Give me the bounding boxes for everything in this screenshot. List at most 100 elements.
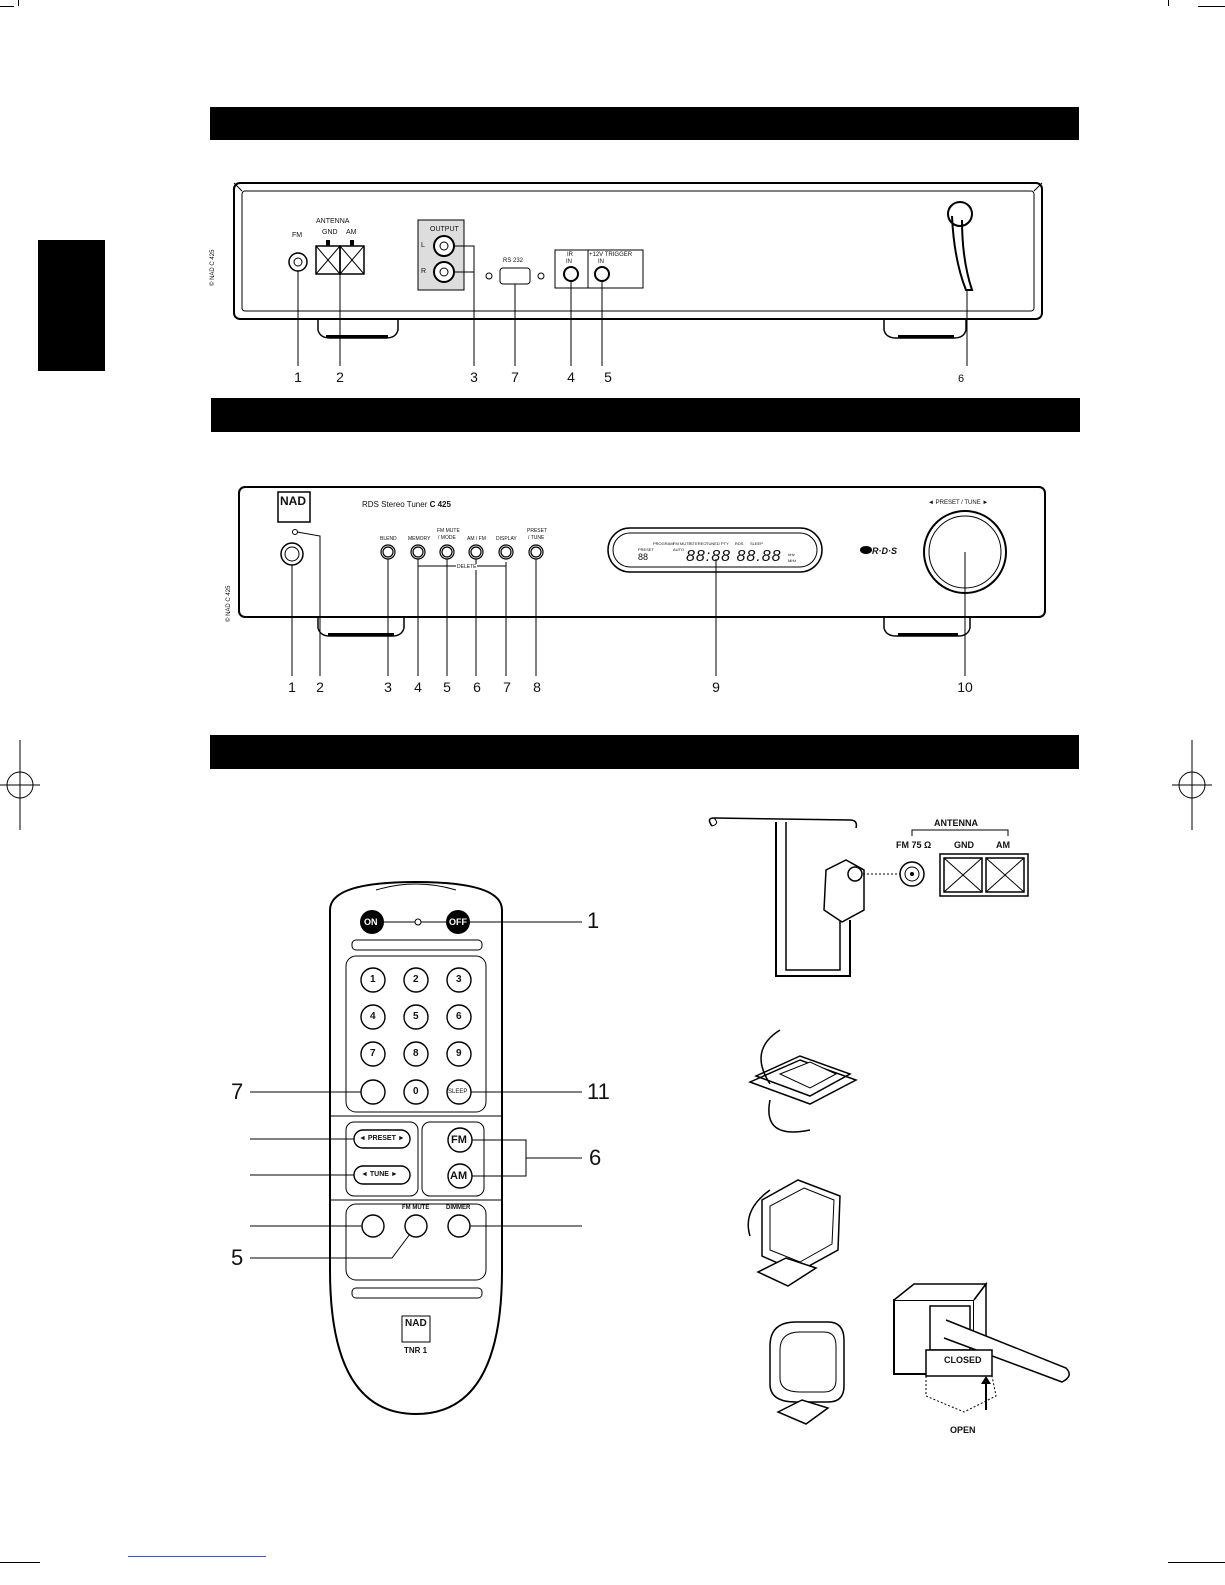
rear-fm-label: FM [292,232,303,239]
rear-callout-7: 7 [511,369,519,385]
remote-model-label: TNR 1 [404,1346,428,1355]
section-header-bar-rear [210,107,1079,140]
remote-on-button: ON [364,917,378,927]
remote-fm-mute-label: FM MUTE [402,1205,430,1211]
display-mhz-label: MHz [788,558,797,563]
remote-tune-button: ◄ TUNE ► [361,1171,398,1178]
remote-am-button: AM [450,1170,468,1182]
display-khz-label: kHz [788,552,795,557]
remote-key-8: 8 [413,1048,419,1059]
rear-callout-3: 3 [470,369,478,385]
section-header-bar-remote [210,735,1079,769]
rear-callout-4: 4 [567,369,575,385]
fm-antenna-illustration [708,817,1029,977]
remote-preset-button: ◄ PRESET ► [359,1135,405,1142]
am-loop-antenna-illustration [747,1029,858,1425]
front-display-label: DISPLAY [496,536,517,542]
remote-key-9: 9 [456,1048,462,1059]
registration-mark-right [1172,740,1212,830]
rear-ir-label: IR [567,252,573,258]
front-blend-label: BLEND [380,536,397,542]
crop-mark [1168,1562,1225,1563]
crop-mark [0,6,14,7]
remote-control-illustration [250,880,582,1416]
front-callout-9: 9 [712,679,720,695]
crop-mark [1198,6,1225,7]
terminal-open-label: OPEN [950,1425,976,1435]
remote-key-6: 6 [456,1011,462,1022]
front-model-title: RDS Stereo Tuner C 425 [362,500,451,509]
display-tuned-label: TUNED [706,541,720,546]
front-preset-label: PRESET [527,528,548,534]
remote-key-4: 4 [370,1011,376,1022]
am-terminal-illustration [893,1281,1070,1413]
rear-am-label: AM [346,229,357,236]
remote-callout-6: 6 [589,1145,602,1170]
front-callout-5: 5 [443,679,451,695]
antenna-am-label: AM [996,840,1010,850]
front-memory-label: MEMORY [408,536,431,542]
front-callout-6: 6 [473,679,481,695]
rear-callout-5: 5 [604,369,612,385]
remote-dimmer-label: DIMMER [446,1205,471,1211]
remote-key-0: 0 [413,1086,419,1097]
rear-gnd-label: GND [322,229,338,236]
front-panel-illustration [238,486,1046,676]
crop-mark [18,0,19,6]
registration-mark-left [0,740,40,830]
rear-copyright: © NAD C 425 [210,249,216,286]
remote-callout-1: 1 [587,908,600,933]
remote-off-button: OFF [449,917,467,927]
display-program-label: PROGRAM [653,541,674,546]
rear-trigger-label: +12V TRIGGER [589,252,633,258]
remote-callout-7: 7 [231,1079,244,1104]
front-am-fm-label: AM / FM [467,536,486,542]
front-fm-mute-label: FM MUTE [437,528,460,534]
front-copyright: © NAD C 425 [226,585,232,622]
rear-antenna-label: ANTENNA [316,218,350,225]
antenna-label: ANTENNA [934,818,978,828]
display-auto-label: AUTO [673,547,685,552]
section-header-bar-front [211,398,1080,432]
front-callout-4: 4 [414,679,422,695]
front-model: C 425 [429,500,451,509]
front-delete-label: DELETE [456,564,478,570]
rear-panel-illustration [233,182,1043,366]
rear-ir-in-label: IN [566,259,572,265]
rear-callout-6: 6 [957,373,965,385]
remote-callout-5: 5 [231,1245,244,1270]
front-brand-logo: NAD [280,494,306,508]
rear-l-label: L [421,242,425,249]
remote-key-2: 2 [413,974,419,985]
front-callout-2: 2 [316,679,324,695]
remote-fm-button: FM [451,1134,467,1146]
display-fm-mute-label: FM MUTE [673,541,692,546]
remote-brand-logo: NAD [405,1318,427,1329]
antenna-gnd-label: GND [954,840,974,850]
crop-underline [128,1556,266,1557]
remote-key-1: 1 [370,974,376,985]
rear-rs232-label: RS 232 [503,258,524,264]
display-pty-label: PTY [721,541,729,546]
front-rds-logo: R·D·S [872,546,897,556]
display-small-digits: 88 [638,552,649,562]
remote-key-5: 5 [413,1011,419,1022]
front-callout-3: 3 [384,679,392,695]
rear-output-label: OUTPUT [430,226,459,233]
language-tab [38,240,105,371]
crop-mark [1168,0,1169,6]
crop-mark [0,1562,40,1563]
front-model-prefix: RDS Stereo Tuner [362,500,428,509]
remote-sleep-key: SLEEP [448,1089,468,1095]
front-callout-1: 1 [288,679,296,695]
front-knob-label: ◄ PRESET / TUNE ► [928,500,989,506]
remote-key-7: 7 [370,1048,376,1059]
antenna-fm-label: FM 75 Ω [896,840,932,850]
front-callout-10: 10 [957,679,973,695]
display-preset-label: PRESET [638,547,655,552]
rear-trigger-in-label: IN [598,259,604,265]
rear-callout-1: 1 [294,369,302,385]
terminal-closed-label: CLOSED [944,1355,982,1365]
display-rds-label: RDS [735,541,744,546]
remote-key-3: 3 [456,974,462,985]
